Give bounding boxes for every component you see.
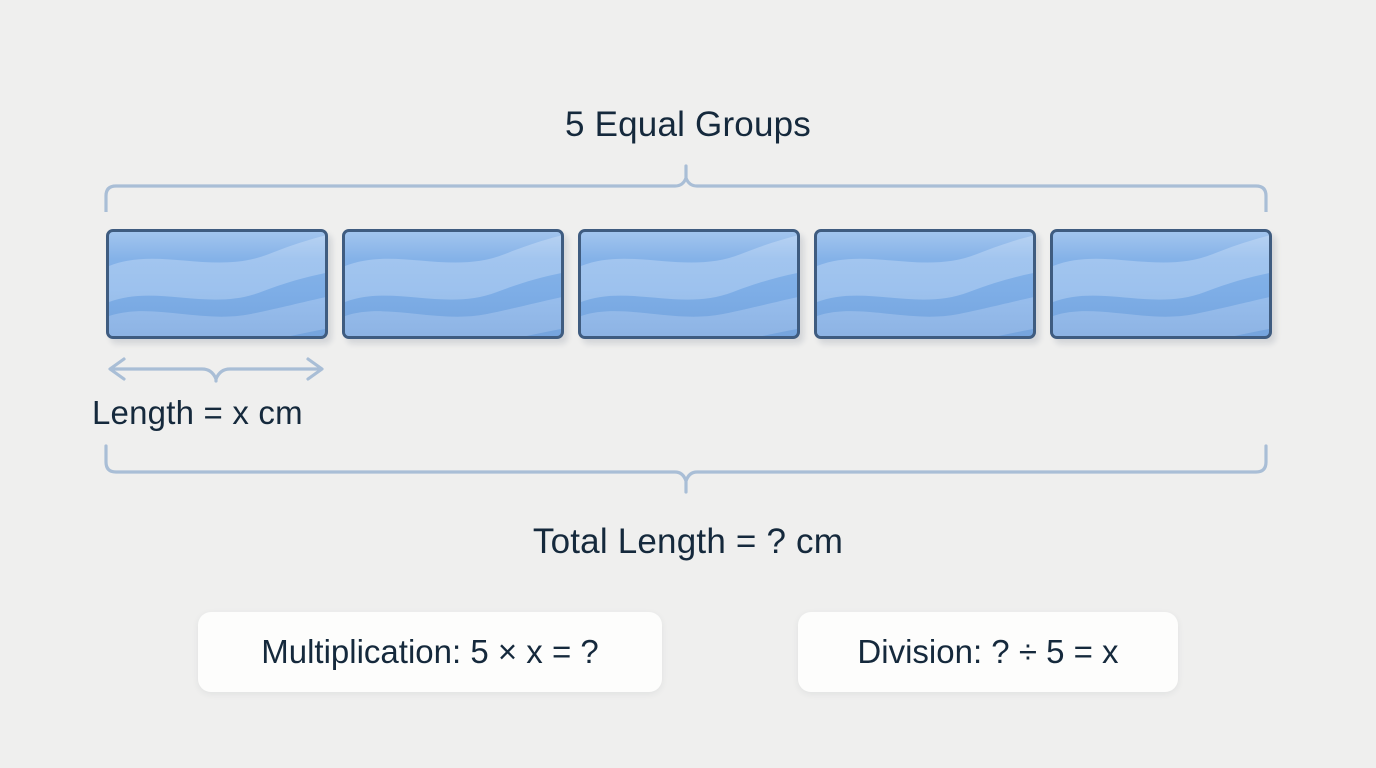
- multiplication-equation-card[interactable]: Multiplication: 5 × x = ?: [198, 612, 662, 692]
- group-block-4[interactable]: [814, 229, 1036, 339]
- group-block-5[interactable]: [1050, 229, 1272, 339]
- multiplication-equation-text: Multiplication: 5 × x = ?: [261, 633, 599, 670]
- top-brace: [100, 160, 1272, 217]
- unit-arrow: [100, 352, 340, 393]
- group-block-1[interactable]: [106, 229, 328, 339]
- total-length-label: Total Length = ? cm: [532, 522, 844, 561]
- division-equation-card[interactable]: Division: ? ÷ 5 = x: [798, 612, 1178, 692]
- unit-length-label: Length = x cm: [92, 394, 303, 431]
- bottom-brace: [100, 440, 1272, 507]
- division-equation-text: Division: ? ÷ 5 = x: [857, 633, 1119, 670]
- equal-groups-row: [106, 229, 1272, 339]
- group-block-3[interactable]: [578, 229, 800, 339]
- group-block-2[interactable]: [342, 229, 564, 339]
- top-group-label: 5 Equal Groups: [564, 105, 811, 144]
